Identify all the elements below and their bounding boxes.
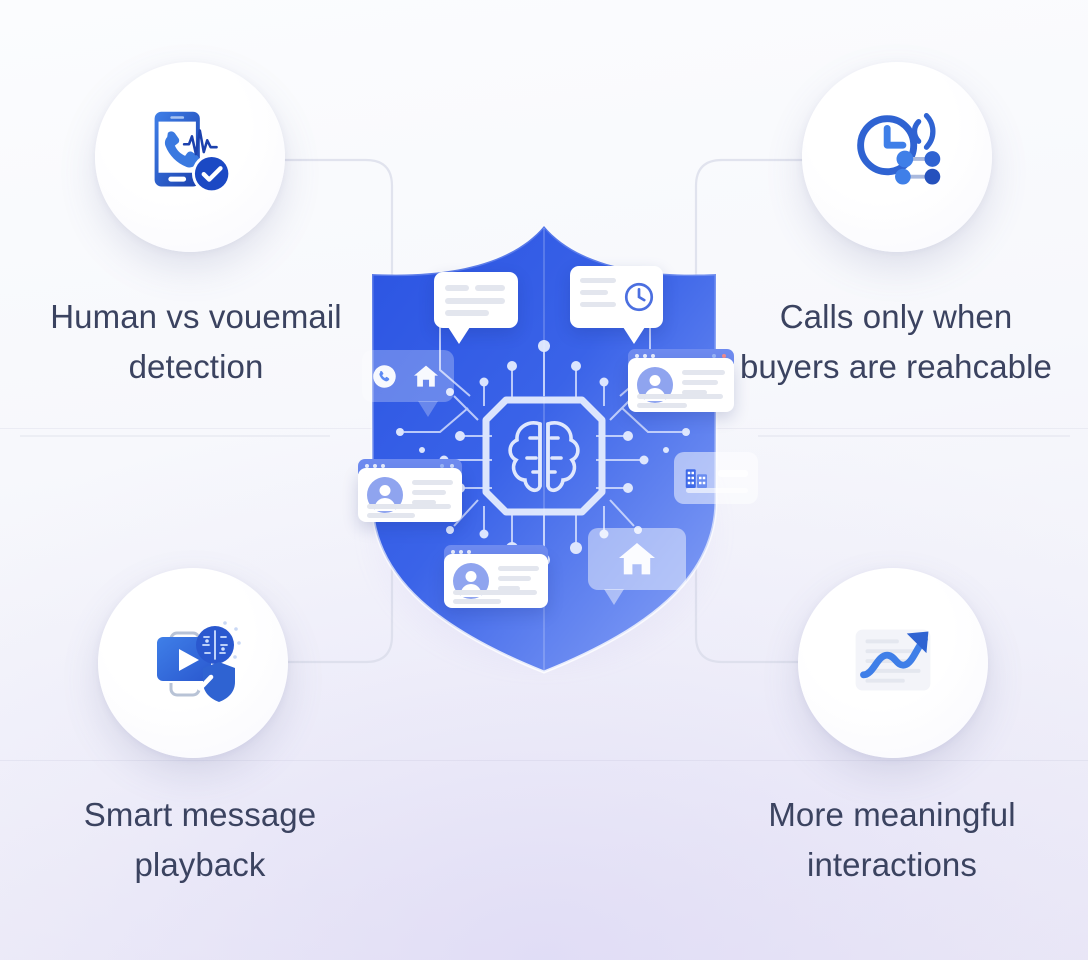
message-bubble-card (434, 272, 518, 344)
building-icon (685, 469, 707, 488)
property-bubble-card (588, 528, 686, 605)
feature-label-more-meaningful-interactions: More meaningful interactions (768, 796, 1016, 884)
shield-shape (370, 223, 718, 674)
ai-shield (284, 200, 804, 740)
contact-window-card-bottom (444, 545, 548, 608)
scheduled-message-bubble-card (570, 266, 663, 344)
contact-window-card-right (628, 349, 734, 412)
document-growth-arrow-icon (855, 629, 931, 691)
call-property-bubble (362, 350, 454, 417)
feature-label-smart-message-playback: Smart message playback (83, 796, 317, 884)
feature-label-human-vs-voicemail: Human vs vouemail detection (50, 298, 342, 386)
feature-icon-smart-message-playback[interactable] (98, 568, 288, 758)
home-icon (619, 543, 655, 575)
home-icon (414, 365, 438, 387)
play-brain-shield-icon (157, 621, 241, 702)
phone-circle-icon (373, 365, 396, 388)
clock-icon (624, 282, 654, 312)
feature-icon-calls-when-reachable[interactable] (802, 62, 992, 252)
clock-signal-icon (857, 113, 941, 185)
background-seam (0, 760, 1088, 761)
feature-label-calls-when-reachable: Calls only when buyers are reahcable (739, 298, 1053, 386)
feature-icon-more-meaningful-interactions[interactable] (798, 568, 988, 758)
contact-window-card-left (358, 459, 462, 522)
feature-icon-human-vs-voicemail[interactable] (95, 62, 285, 252)
building-card (674, 452, 758, 504)
phone-waveform-check-icon (154, 111, 232, 194)
